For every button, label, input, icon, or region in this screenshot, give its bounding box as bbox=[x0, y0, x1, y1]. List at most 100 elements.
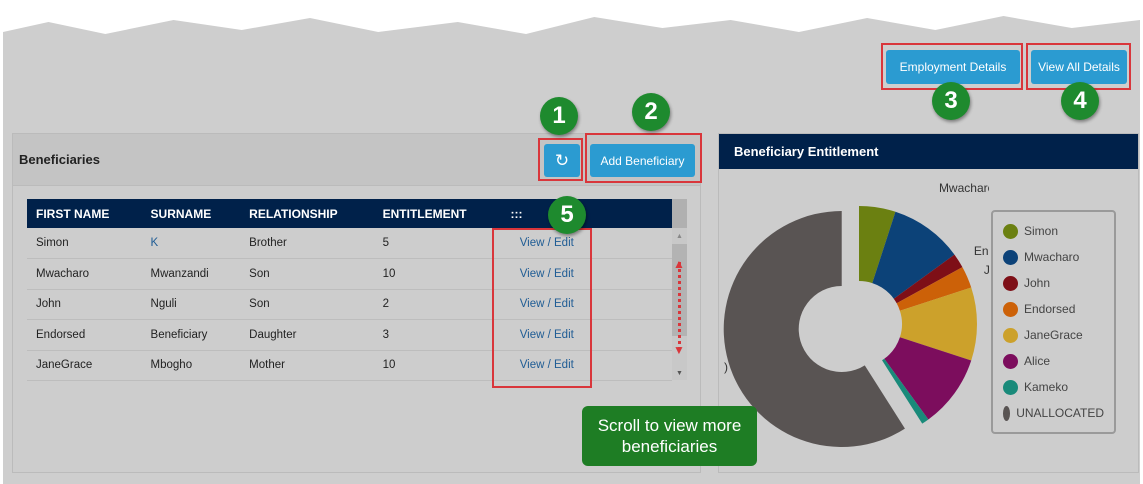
legend-label: John bbox=[1024, 276, 1051, 290]
legend-item[interactable]: JaneGrace bbox=[1003, 322, 1104, 348]
relationship-cell: Brother bbox=[240, 228, 374, 259]
relationship-cell: Son bbox=[240, 258, 374, 290]
legend-swatch-icon bbox=[1003, 249, 1018, 265]
legend-swatch-icon bbox=[1003, 353, 1018, 369]
slice-label: J bbox=[984, 263, 989, 277]
first-name-cell: Endorsed bbox=[27, 319, 142, 351]
legend-label: JaneGrace bbox=[1024, 328, 1083, 342]
legend-item[interactable]: Simon bbox=[1003, 218, 1104, 244]
legend-swatch-icon bbox=[1003, 301, 1018, 317]
col-entitlement[interactable]: ENTITLEMENT bbox=[373, 199, 502, 228]
refresh-icon: ↻ bbox=[554, 150, 570, 170]
col-spacer bbox=[592, 199, 672, 228]
spacer-cell bbox=[592, 350, 672, 381]
legend-label: Simon bbox=[1024, 224, 1059, 238]
scroll-arrow-up-icon: ▲ bbox=[673, 257, 685, 271]
refresh-button[interactable]: ↻ bbox=[544, 144, 580, 177]
annotation-number-4: 4 bbox=[1061, 82, 1099, 120]
beneficiaries-table: FIRST NAME SURNAME RELATIONSHIP ENTITLEM… bbox=[27, 199, 672, 381]
pie-slice-endorsed[interactable] bbox=[896, 267, 972, 311]
view-all-details-button[interactable]: View All Details bbox=[1031, 50, 1127, 84]
legend-item[interactable]: Kameko bbox=[1003, 374, 1104, 400]
surname-cell: Beneficiary bbox=[141, 319, 241, 351]
annotation-number-1: 1 bbox=[540, 97, 578, 135]
surname-cell: Mwanzandi bbox=[141, 258, 241, 290]
annotation-number-3: 3 bbox=[932, 82, 970, 120]
legend-item[interactable]: Alice bbox=[1003, 348, 1104, 374]
view-edit-link[interactable]: View / Edit bbox=[501, 258, 592, 290]
relationship-cell: Daughter bbox=[240, 319, 374, 351]
annotation-box-add bbox=[585, 133, 702, 183]
pie-slice-kameko[interactable] bbox=[882, 358, 929, 424]
annotation-box-refresh bbox=[538, 138, 583, 181]
legend-item[interactable]: Endorsed bbox=[1003, 296, 1104, 322]
view-edit-link[interactable]: View / Edit bbox=[501, 350, 592, 381]
first-name-cell: JaneGrace bbox=[27, 350, 142, 381]
legend-item[interactable]: John bbox=[1003, 270, 1104, 296]
scroll-callout: Scroll to view more beneficiaries bbox=[582, 406, 757, 466]
legend-label: Kameko bbox=[1024, 380, 1069, 394]
entitlement-cell: 3 bbox=[373, 319, 502, 351]
slice-label: ) bbox=[724, 360, 728, 374]
col-first-name[interactable]: FIRST NAME bbox=[27, 199, 142, 228]
col-surname[interactable]: SURNAME bbox=[141, 199, 241, 228]
legend-item[interactable]: Mwacharo bbox=[1003, 244, 1104, 270]
entitlement-cell: 10 bbox=[373, 350, 502, 381]
annotation-box-view-edit bbox=[492, 228, 592, 388]
pie-slice-mwacharo[interactable] bbox=[872, 211, 955, 299]
entitlement-cell: 10 bbox=[373, 258, 502, 290]
pie-slice-unallocated[interactable] bbox=[723, 211, 905, 448]
chart-title: Beneficiary Entitlement bbox=[719, 134, 1138, 169]
relationship-cell: Son bbox=[240, 289, 374, 320]
legend-swatch-icon bbox=[1003, 275, 1018, 291]
add-beneficiary-button[interactable]: Add Beneficiary bbox=[590, 144, 695, 177]
view-edit-link[interactable]: View / Edit bbox=[501, 289, 592, 320]
slice-label: Mwacharo bbox=[939, 181, 989, 195]
legend-label: Endorsed bbox=[1024, 302, 1076, 316]
relationship-cell: Mother bbox=[240, 350, 374, 381]
legend-swatch-icon bbox=[1003, 379, 1018, 395]
entitlement-chart-panel: Beneficiary Entitlement MwacharoEnJAlice… bbox=[718, 133, 1139, 473]
legend-label: Mwacharo bbox=[1024, 250, 1080, 264]
pie-chart: MwacharoEnJAlice) bbox=[723, 181, 989, 448]
spacer-cell bbox=[592, 228, 672, 259]
pie-slice-john[interactable] bbox=[893, 254, 963, 304]
slice-label: En bbox=[974, 244, 989, 258]
beneficiaries-panel: Beneficiaries ↻ Add Beneficiary FIRST NA… bbox=[12, 133, 701, 473]
legend-swatch-icon bbox=[1003, 223, 1018, 239]
annotation-number-2: 2 bbox=[632, 93, 670, 131]
entitlement-cell: 2 bbox=[373, 289, 502, 320]
pie-slice-janegrace[interactable] bbox=[899, 287, 977, 361]
spacer-cell bbox=[592, 258, 672, 290]
beneficiaries-title: Beneficiaries bbox=[19, 152, 100, 167]
legend-item[interactable]: UNALLOCATED bbox=[1003, 400, 1104, 426]
first-name-cell: Mwacharo bbox=[27, 258, 142, 290]
first-name-cell: John bbox=[27, 289, 142, 320]
pie-slice-alice[interactable] bbox=[884, 337, 972, 420]
col-relationship[interactable]: RELATIONSHIP bbox=[240, 199, 374, 228]
annotation-number-5: 5 bbox=[548, 196, 586, 234]
employment-details-button[interactable]: Employment Details bbox=[886, 50, 1020, 84]
scroll-arrow bbox=[678, 262, 681, 350]
legend-swatch-icon bbox=[1003, 405, 1011, 421]
first-name-cell: Simon bbox=[27, 228, 142, 259]
surname-cell: K bbox=[141, 228, 241, 259]
legend-label: Alice bbox=[1024, 354, 1051, 368]
scroll-arrow-down-icon: ▼ bbox=[673, 343, 685, 357]
spacer-cell bbox=[592, 289, 672, 320]
spacer-cell bbox=[592, 319, 672, 351]
pie-slice-simon[interactable] bbox=[859, 206, 896, 284]
legend-label: UNALLOCATED bbox=[1016, 406, 1104, 420]
entitlement-cell: 5 bbox=[373, 228, 502, 259]
view-edit-link[interactable]: View / Edit bbox=[501, 319, 592, 351]
view-edit-link[interactable]: View / Edit bbox=[501, 228, 592, 259]
surname-cell: Nguli bbox=[141, 289, 241, 320]
surname-cell: Mbogho bbox=[141, 350, 241, 381]
legend-swatch-icon bbox=[1003, 327, 1018, 343]
